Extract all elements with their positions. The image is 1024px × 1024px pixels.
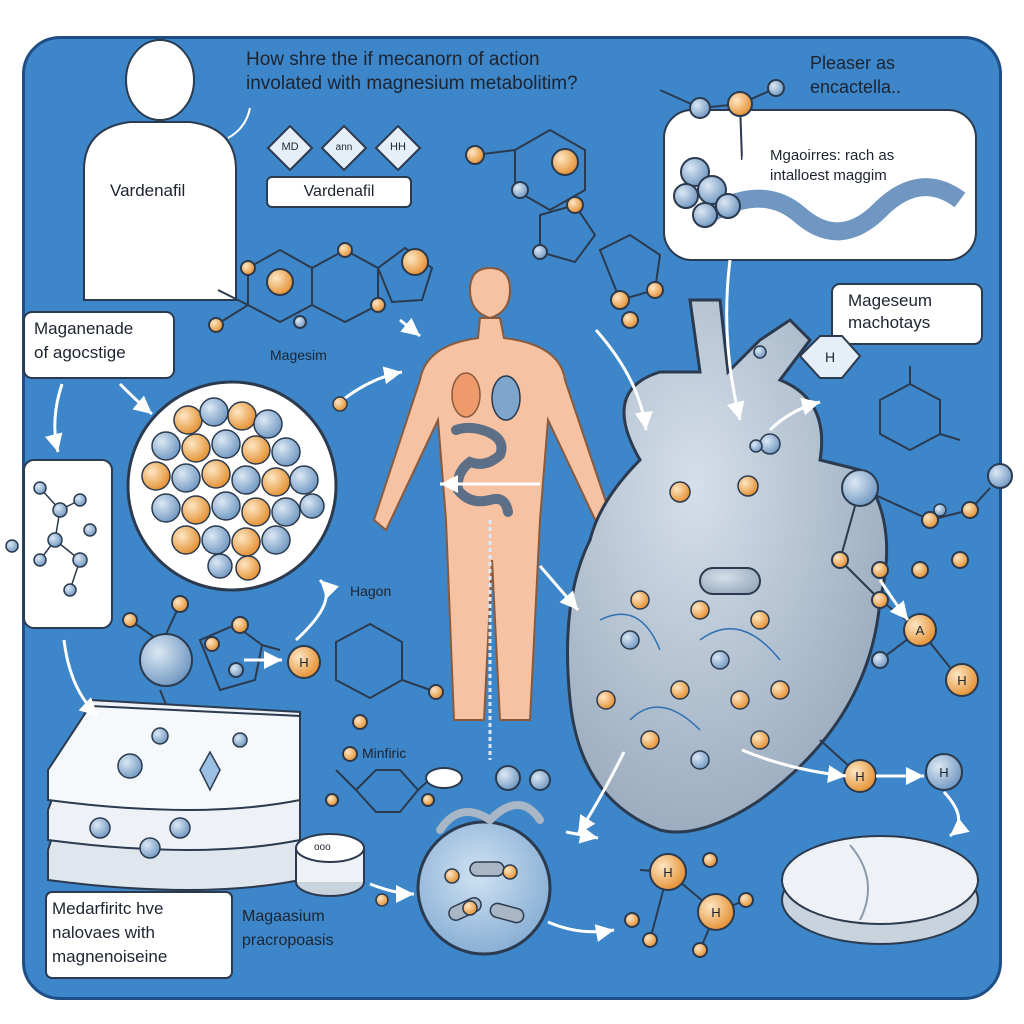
- right-benzene-molecule: [879, 366, 961, 452]
- hex-badge-2: ann: [335, 142, 353, 153]
- hex-badge-1: MD: [281, 141, 299, 153]
- title-leader-line: [227, 107, 251, 139]
- upper-center-molecule: [465, 128, 664, 329]
- hex-badges: [266, 124, 422, 172]
- bottom-left-box-line-1: Medarfiritc hve: [52, 899, 164, 918]
- bottom-left-box: [45, 891, 233, 979]
- top-right-note-line-1: Pleaser as: [810, 53, 896, 73]
- heart-icon: [566, 298, 889, 834]
- pill-tablet-icon: [781, 835, 979, 945]
- h-hexagon-icon: H: [798, 335, 862, 379]
- svg-text:A: A: [916, 623, 925, 638]
- hex-badge-3: HH: [390, 141, 406, 153]
- svg-text:H: H: [939, 765, 948, 780]
- bottom-left-box-line-2: nalovaes with: [52, 923, 156, 942]
- right-h-atoms: H H: [819, 739, 963, 793]
- hagon-label: Hagon: [350, 583, 392, 599]
- title-line-2: involated with magnesium metabolitim?: [246, 73, 578, 94]
- machotays-box: [831, 283, 983, 345]
- svg-text:H: H: [855, 769, 864, 784]
- left-center-molecule: [208, 242, 434, 333]
- svg-text:H: H: [711, 905, 720, 920]
- left-box-line-1: Maganenade: [34, 319, 134, 338]
- mid-bottom-molecule: [325, 746, 551, 813]
- pill-icon: [295, 833, 365, 897]
- vardenafil-tag: Vardenafil: [266, 176, 412, 208]
- svg-text:H: H: [299, 655, 308, 670]
- left-molecule-box: [5, 459, 113, 629]
- heart-atoms: [596, 433, 790, 770]
- bottom-left-box-line-3: magnenoiseine: [52, 947, 168, 966]
- svg-text:H: H: [957, 673, 966, 688]
- magesim-label: Magesim: [270, 347, 327, 363]
- misc-atoms: [332, 345, 947, 907]
- pill-label: ooo: [314, 842, 331, 853]
- left-box-line-2: of agocstige: [34, 343, 126, 362]
- bottom-h-molecule: H H: [624, 852, 754, 958]
- svg-text:H: H: [663, 865, 672, 880]
- person-silhouette-icon: [83, 39, 237, 301]
- top-right-box-line-1: Mgaoirres: rach as: [770, 147, 895, 164]
- tablet-stack-icon: [47, 698, 301, 891]
- machotays-line-2: machotays: [848, 313, 931, 332]
- magnified-atom-cluster: [126, 380, 338, 592]
- magnesium-process-line-1: Magaasium: [242, 908, 325, 925]
- human-body-icon: [372, 266, 614, 760]
- title-line-1: How shre the if mecanorn of action: [246, 49, 540, 70]
- machotays-line-1: Mageseum: [848, 291, 933, 310]
- top-right-box-line-2: intalloest maggim: [770, 167, 887, 184]
- top-right-note-line-2: encactella..: [810, 77, 902, 97]
- magnesium-process-line-2: pracropoasis: [242, 932, 334, 949]
- svg-text:H: H: [825, 349, 835, 365]
- person-label: Vardenafil: [110, 181, 186, 200]
- left-callout-box: [23, 311, 175, 379]
- right-cluster-molecule: A H: [831, 463, 1013, 697]
- top-molecule: [659, 79, 785, 228]
- bacteria-dish-icon: [416, 801, 552, 956]
- minfiric-label: Minfiric: [362, 745, 407, 761]
